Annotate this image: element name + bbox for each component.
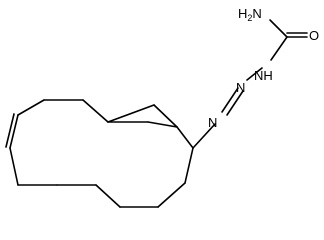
chemical-structure: H2N O NH N N: [5, 6, 319, 208]
c-nh2-bond: [269, 19, 288, 38]
n-n-double-bond: [221, 87, 239, 113]
ring-bond: [9, 147, 19, 186]
ring-bond: [82, 99, 109, 123]
azo-nitrogen-lower-label: N: [208, 115, 217, 130]
ring-bond: [157, 182, 186, 208]
azo-nitrogen-upper-label: N: [236, 80, 245, 95]
n-n-double-bond-second: [226, 90, 244, 116]
ring-double-bond-inner: [5, 113, 15, 148]
ring-bond: [176, 126, 194, 149]
ring-bond: [17, 99, 45, 116]
nh-c-bond: [270, 36, 288, 61]
ring-bond: [107, 104, 155, 123]
c-n-bond: [192, 123, 216, 149]
n-nh-bond: [246, 67, 263, 81]
ring-bond: [95, 184, 121, 208]
side-chain: [192, 19, 308, 149]
ring-bond: [184, 147, 194, 184]
hydrazide-nh-label: NH: [254, 68, 273, 83]
macrocycle-ring: [9, 99, 194, 208]
amide-nitrogen-label: H2N: [238, 6, 262, 23]
ring-bond: [153, 104, 178, 128]
carbonyl-oxygen-label: O: [309, 28, 319, 43]
ring-bond: [147, 121, 178, 128]
ring-bond: [9, 114, 19, 149]
